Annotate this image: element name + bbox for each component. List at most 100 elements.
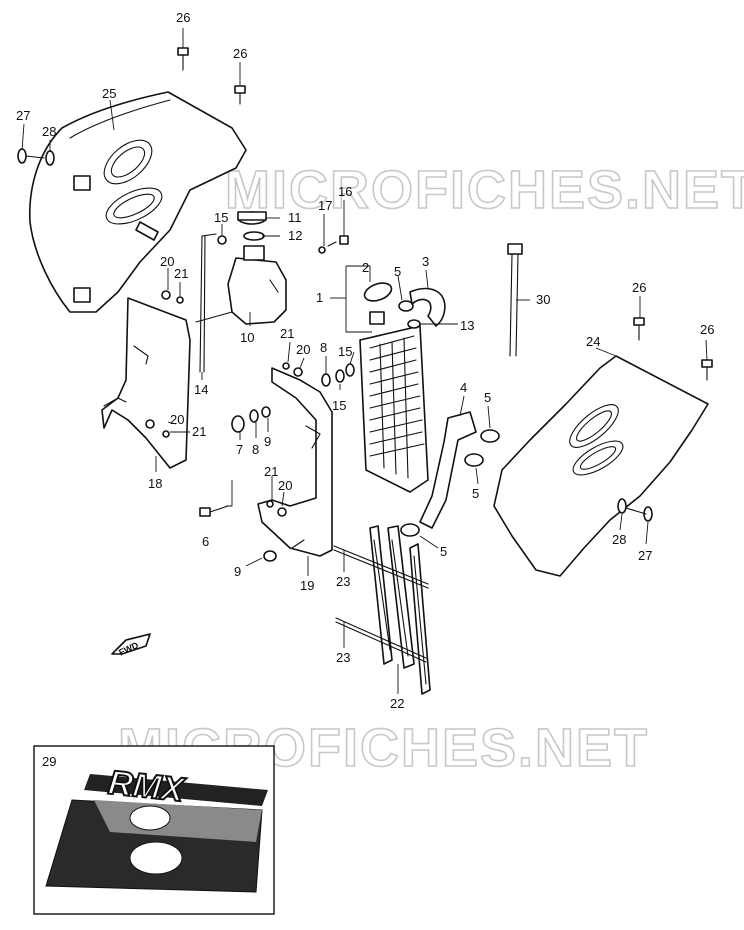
- callout-3: 3: [422, 254, 429, 269]
- callout-5: 5: [440, 544, 447, 559]
- cable-tie-30[interactable]: [507, 243, 523, 357]
- hose-clamp-5-bottom[interactable]: [400, 523, 420, 537]
- bolt-26-right-rear[interactable]: [701, 359, 713, 381]
- callout-14: 14: [194, 382, 208, 397]
- nut-9-lower[interactable]: [263, 550, 277, 562]
- callout-5: 5: [394, 264, 401, 279]
- center-bracket-19[interactable]: [257, 367, 333, 557]
- callout-29: 29: [42, 754, 56, 769]
- radiator-cap-2[interactable]: [362, 280, 394, 305]
- callout-15: 15: [338, 344, 352, 359]
- right-radiator-shroud[interactable]: [493, 355, 709, 577]
- hose-clamp-5-right-upper[interactable]: [480, 429, 500, 443]
- callout-11: 11: [288, 210, 302, 225]
- inset-decal-29[interactable]: RMX 29: [33, 745, 275, 915]
- bolt-26-left-rear[interactable]: [234, 85, 246, 105]
- clamp-15-mid[interactable]: [345, 363, 355, 377]
- callout-1: 1: [316, 290, 323, 305]
- clamp-15-upper[interactable]: [217, 235, 227, 245]
- forward-arrow-icon: FWD: [111, 633, 151, 658]
- callout-21: 21: [280, 326, 294, 341]
- radiator-1[interactable]: [359, 311, 429, 493]
- hose-clamp-5-upper[interactable]: [398, 300, 414, 312]
- screw-20-left-upper[interactable]: [161, 290, 171, 300]
- callout-30: 30: [536, 292, 550, 307]
- reservoir-tank-10[interactable]: [195, 245, 287, 325]
- callout-28: 28: [42, 124, 56, 139]
- callout-18: 18: [148, 476, 162, 491]
- callout-6: 6: [202, 534, 209, 549]
- clamp-13[interactable]: [407, 319, 421, 329]
- left-radiator-shroud[interactable]: [28, 91, 247, 313]
- reservoir-cap-11[interactable]: [237, 211, 267, 225]
- callout-23: 23: [336, 650, 350, 665]
- collar-8-lower[interactable]: [249, 409, 259, 423]
- leader-bolt-6-path: [226, 480, 233, 507]
- callout-4: 4: [460, 380, 467, 395]
- clamp-15-lower[interactable]: [335, 369, 345, 383]
- callout-13: 13: [460, 318, 474, 333]
- callout-12: 12: [288, 228, 302, 243]
- hose-clamp-5-right-lower[interactable]: [464, 453, 484, 467]
- callout-21: 21: [174, 266, 188, 281]
- grommet-7[interactable]: [231, 415, 245, 433]
- radiator-guard-22[interactable]: [369, 525, 431, 695]
- bolt-26-right-top[interactable]: [633, 317, 645, 341]
- callout-27: 27: [638, 548, 652, 563]
- callout-20: 20: [160, 254, 174, 269]
- callout-20: 20: [278, 478, 292, 493]
- callout-17: 17: [318, 198, 332, 213]
- callout-8: 8: [252, 442, 259, 457]
- nut-9-upper[interactable]: [261, 406, 271, 418]
- screw-20-center-upper[interactable]: [293, 367, 303, 377]
- bolt-23-upper[interactable]: [333, 545, 429, 589]
- callout-23: 23: [336, 574, 350, 589]
- watermark-top: MICROFICHES.NET: [225, 160, 744, 220]
- callout-28: 28: [612, 532, 626, 547]
- washer-28-left[interactable]: [45, 150, 55, 166]
- washer-21-center-lower[interactable]: [266, 500, 274, 508]
- bolt-26-left-top[interactable]: [177, 47, 189, 71]
- callout-25: 25: [102, 86, 116, 101]
- overflow-hose-14[interactable]: [199, 233, 217, 373]
- upper-hose-3[interactable]: [409, 287, 446, 327]
- callout-7: 7: [236, 442, 243, 457]
- washer-21-left-upper[interactable]: [176, 296, 184, 304]
- collar-8-upper[interactable]: [321, 373, 331, 387]
- washer-28-right[interactable]: [617, 498, 627, 514]
- callout-16: 16: [338, 184, 352, 199]
- callout-24: 24: [586, 334, 600, 349]
- callout-20: 20: [296, 342, 310, 357]
- washer-17[interactable]: [318, 246, 326, 254]
- bolt-27-right[interactable]: [625, 506, 653, 522]
- screw-20-center-lower[interactable]: [277, 507, 287, 517]
- screw-20-left-lower[interactable]: [145, 419, 155, 429]
- callout-26: 26: [632, 280, 646, 295]
- leader-lines: [21, 28, 708, 694]
- callout-21: 21: [192, 424, 206, 439]
- callout-15: 15: [214, 210, 228, 225]
- callout-19: 19: [300, 578, 314, 593]
- callout-8: 8: [320, 340, 327, 355]
- washer-21-center-upper[interactable]: [282, 362, 290, 370]
- callout-26: 26: [176, 10, 190, 25]
- callout-27: 27: [16, 108, 30, 123]
- bolt-16[interactable]: [327, 235, 349, 247]
- lower-hose-4[interactable]: [419, 411, 477, 529]
- callout-26: 26: [233, 46, 247, 61]
- left-bracket-plate-18[interactable]: [101, 297, 191, 469]
- washer-21-left-lower[interactable]: [162, 430, 170, 438]
- bolt-6[interactable]: [199, 505, 229, 517]
- callout-2: 2: [362, 260, 369, 275]
- callout-9: 9: [264, 434, 271, 449]
- callout-9: 9: [234, 564, 241, 579]
- callout-20: 20: [170, 412, 184, 427]
- callout-5: 5: [472, 486, 479, 501]
- callout-numbers: 26 26 25 27 28 15 11 12 17 16 20 21 10 1…: [16, 10, 714, 711]
- bolt-23-lower[interactable]: [335, 617, 427, 663]
- rmx-logo: RMX: [106, 764, 187, 810]
- callout-10: 10: [240, 330, 254, 345]
- callout-26: 26: [700, 322, 714, 337]
- cap-seal-12[interactable]: [243, 231, 265, 241]
